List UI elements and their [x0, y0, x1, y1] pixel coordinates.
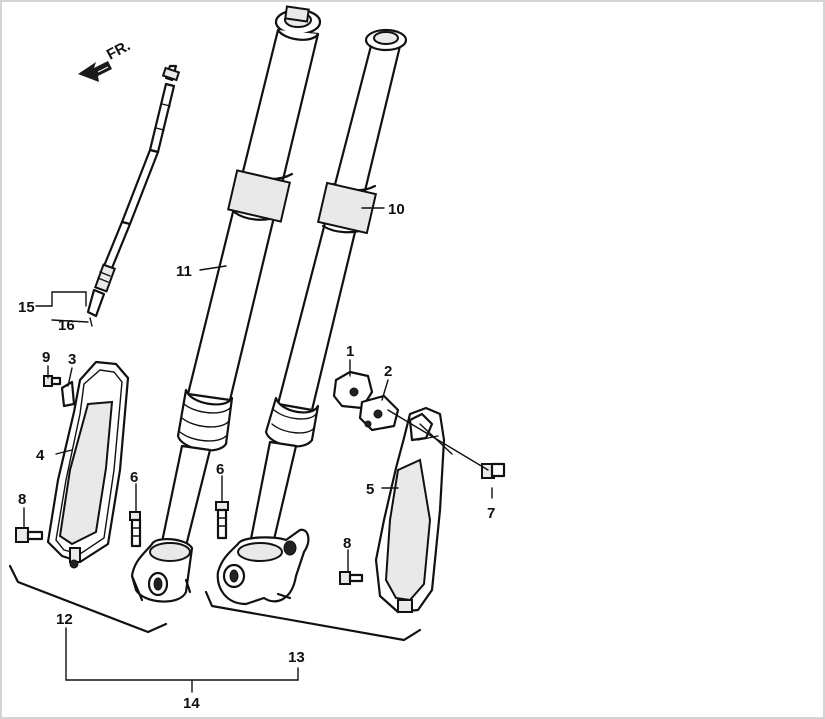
callout-1: 1 [346, 343, 354, 360]
callout-6-left: 6 [130, 469, 138, 486]
callout-16: 16 [58, 317, 75, 334]
bolt-6-right [215, 501, 229, 540]
fork-assembly-right [216, 28, 408, 606]
bolt-7 [481, 462, 506, 479]
callout-3: 3 [68, 351, 76, 368]
callout-2: 2 [384, 363, 392, 380]
callout-5: 5 [366, 481, 374, 498]
fork-assembly-left [130, 5, 322, 603]
callouts: 1 2 3 4 5 6 6 7 8 8 9 10 11 12 13 14 15 … [18, 201, 495, 712]
bolt-6-left [129, 511, 142, 548]
callout-4: 4 [36, 447, 45, 464]
front-direction-arrow: FR. [78, 37, 133, 82]
callout-11: 11 [176, 263, 192, 280]
bolt-8-right [339, 571, 364, 585]
fork-guard-right [374, 406, 446, 614]
callout-14: 14 [183, 695, 200, 712]
fork-guard-left [46, 360, 130, 569]
callout-8-right: 8 [343, 535, 351, 552]
callout-13: 13 [288, 649, 305, 666]
arrow-icon [78, 61, 112, 82]
leader-lines [8, 207, 493, 693]
bolt-9 [43, 375, 62, 387]
callout-6-right: 6 [216, 461, 224, 478]
direction-label: FR. [104, 37, 133, 63]
bracket-2 [358, 394, 400, 432]
callout-8-left: 8 [18, 491, 26, 508]
callout-7: 7 [487, 505, 495, 522]
callout-15: 15 [18, 299, 35, 316]
bolt-8-left [15, 527, 44, 543]
callout-10: 10 [388, 201, 405, 218]
fork-seal-boot [176, 388, 234, 452]
speedometer-cable [86, 64, 181, 327]
fork-seal-boot [264, 396, 320, 448]
fork-inner-tube [248, 440, 298, 550]
fork-inner-tube [160, 444, 212, 548]
callout-9: 9 [42, 349, 50, 366]
callout-12: 12 [56, 611, 73, 628]
